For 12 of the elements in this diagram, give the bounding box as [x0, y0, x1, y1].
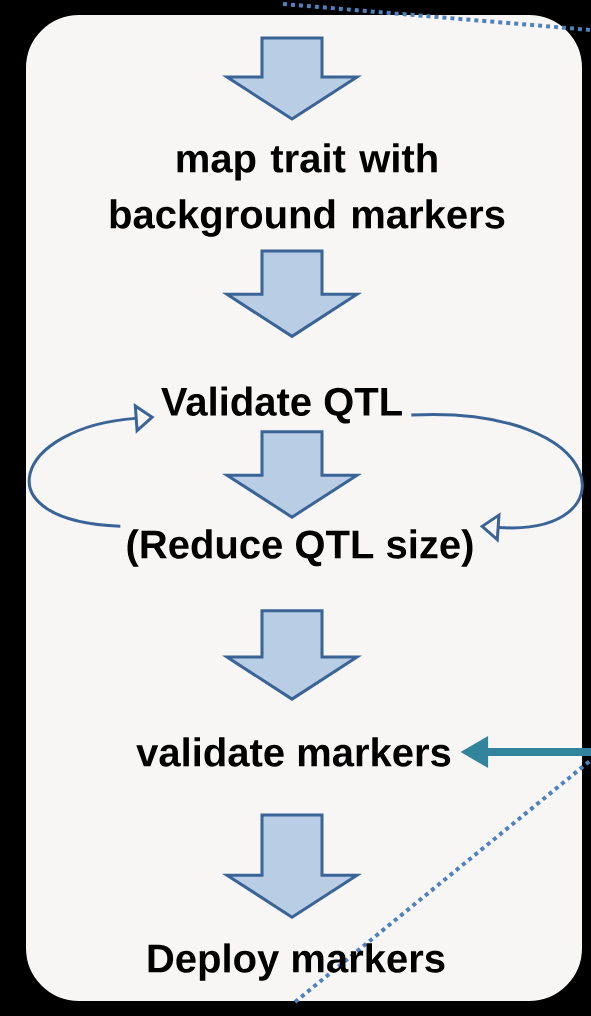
block-arrow [221, 813, 363, 919]
cycle-arrow [411, 413, 584, 543]
block-arrow [221, 430, 363, 519]
rounded-panel [22, 11, 586, 1005]
step-label: validate markers [136, 737, 451, 767]
step-label: (Reduce QTL size) [127, 529, 473, 567]
block-arrow [221, 249, 363, 339]
block-arrow [221, 36, 363, 121]
step-label: Deploy markers [148, 943, 445, 981]
step-label: map trait with background markers [110, 143, 505, 237]
step-label: Validate QTL [161, 386, 402, 424]
block-arrow [221, 609, 363, 701]
